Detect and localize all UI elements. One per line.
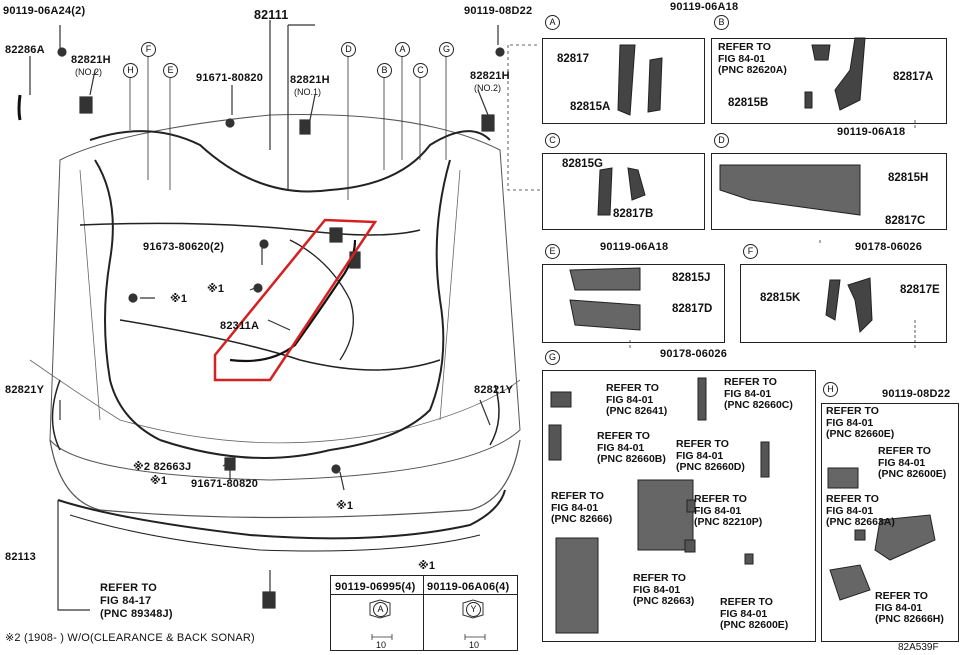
callout-B: B	[377, 63, 392, 78]
label-82663J: ※2 82663J	[133, 461, 192, 473]
panel-G	[542, 370, 816, 642]
refer-fig-84-17-line1: REFER TO	[100, 582, 158, 594]
panel-F-part2: 82817E	[900, 284, 940, 296]
bolt-size-1: 10	[376, 640, 387, 650]
panel-A-top-bolt: 90119-06A18	[670, 1, 739, 13]
bolt-callout-Y: Y	[466, 602, 481, 617]
panel-G-label: G	[545, 350, 560, 365]
panel-D	[711, 153, 947, 230]
callout-H: H	[123, 63, 138, 78]
footnote: ※2 (1908- ) W/O(CLEARANCE & BACK SONAR)	[5, 632, 255, 644]
label-82111: 82111	[254, 8, 289, 22]
bolt-callout-A: A	[373, 602, 388, 617]
panel-E-bottom-bolt: 90178-06026	[660, 348, 728, 360]
callout-F: F	[141, 42, 156, 57]
panel-E	[542, 264, 725, 343]
label-90119-08D22-top: 90119-08D22	[464, 5, 533, 17]
label-note1-e: ※1	[418, 560, 436, 572]
panel-D-top-bolt: 90119-06A18	[837, 126, 906, 138]
panel-F-bottom-bolt: 90119-08D22	[882, 388, 951, 400]
label-90119-06A24: 90119-06A24(2)	[3, 5, 86, 17]
panel-C-part1: 82815G	[562, 158, 603, 170]
panel-E-label: E	[545, 244, 560, 259]
panel-A-part2: 82815A	[570, 101, 611, 113]
panel-D-label: D	[714, 133, 729, 148]
callout-C: C	[413, 63, 428, 78]
label-82113: 82113	[5, 551, 36, 563]
label-note1-d: ※1	[336, 500, 354, 512]
panel-F	[740, 264, 947, 343]
label-no2-right: (NO.2)	[474, 83, 501, 93]
label-no1: (NO.1)	[294, 87, 321, 97]
label-note1-a: ※1	[207, 283, 225, 295]
panel-D-part2: 82817C	[885, 215, 926, 227]
panel-A-part1: 82817	[557, 53, 589, 65]
bolt-size-2: 10	[469, 640, 480, 650]
bolt-90119-06A06: 90119-06A06(4)	[427, 581, 510, 593]
label-82286A: 82286A	[5, 44, 45, 56]
callout-E: E	[163, 63, 178, 78]
refer-fig-84-17-line2: FIG 84-17	[100, 595, 152, 607]
label-note1-b: ※1	[170, 293, 188, 305]
panel-C-part2: 82817B	[613, 208, 654, 220]
callout-D: D	[341, 42, 356, 57]
label-91673-80620: 91673-80620(2)	[143, 241, 225, 253]
panel-D-bottom-bolt: 90178-06026	[855, 241, 923, 253]
label-82311A: 82311A	[220, 320, 260, 332]
label-no2-left: (NO.2)	[75, 67, 102, 77]
callout-A: A	[395, 42, 410, 57]
label-82821Y-left: 82821Y	[5, 384, 45, 396]
panel-C	[542, 153, 705, 230]
refer-fig-84-17-line3: (PNC 89348J)	[100, 608, 173, 620]
label-note1-c: ※1	[150, 475, 168, 487]
label-82821H-no1: 82821H	[290, 74, 330, 86]
label-82821H-no2-left: 82821H	[71, 54, 111, 66]
label-82821H-no2-right: 82821H	[470, 70, 510, 82]
panel-E-part2: 82817D	[672, 303, 713, 315]
panel-F-part1: 82815K	[760, 292, 801, 304]
panel-H	[821, 403, 959, 642]
panel-H-label: H	[823, 382, 838, 397]
panel-B	[711, 38, 947, 124]
panel-C-label: C	[545, 133, 560, 148]
bolts-table	[330, 575, 518, 651]
panel-A-label: A	[545, 15, 560, 30]
panel-B-part2: 82815B	[728, 97, 769, 109]
panel-B-part1: 82817A	[893, 71, 934, 83]
label-91671-80820-bottom: 91671-80820	[191, 478, 259, 490]
panel-E-part1: 82815J	[672, 272, 711, 284]
panel-E-top-bolt: 90119-06A18	[600, 241, 669, 253]
label-82821Y-right: 82821Y	[474, 384, 514, 396]
label-91671-80820-top: 91671-80820	[196, 72, 264, 84]
panel-A	[542, 38, 705, 124]
callout-G: G	[439, 42, 454, 57]
panel-B-label: B	[714, 15, 729, 30]
panel-F-label: F	[743, 244, 758, 259]
bolt-90119-06995: 90119-06995(4)	[335, 581, 416, 593]
diagram-code: 82A539F	[898, 642, 939, 653]
panel-D-part1: 82815H	[888, 172, 929, 184]
